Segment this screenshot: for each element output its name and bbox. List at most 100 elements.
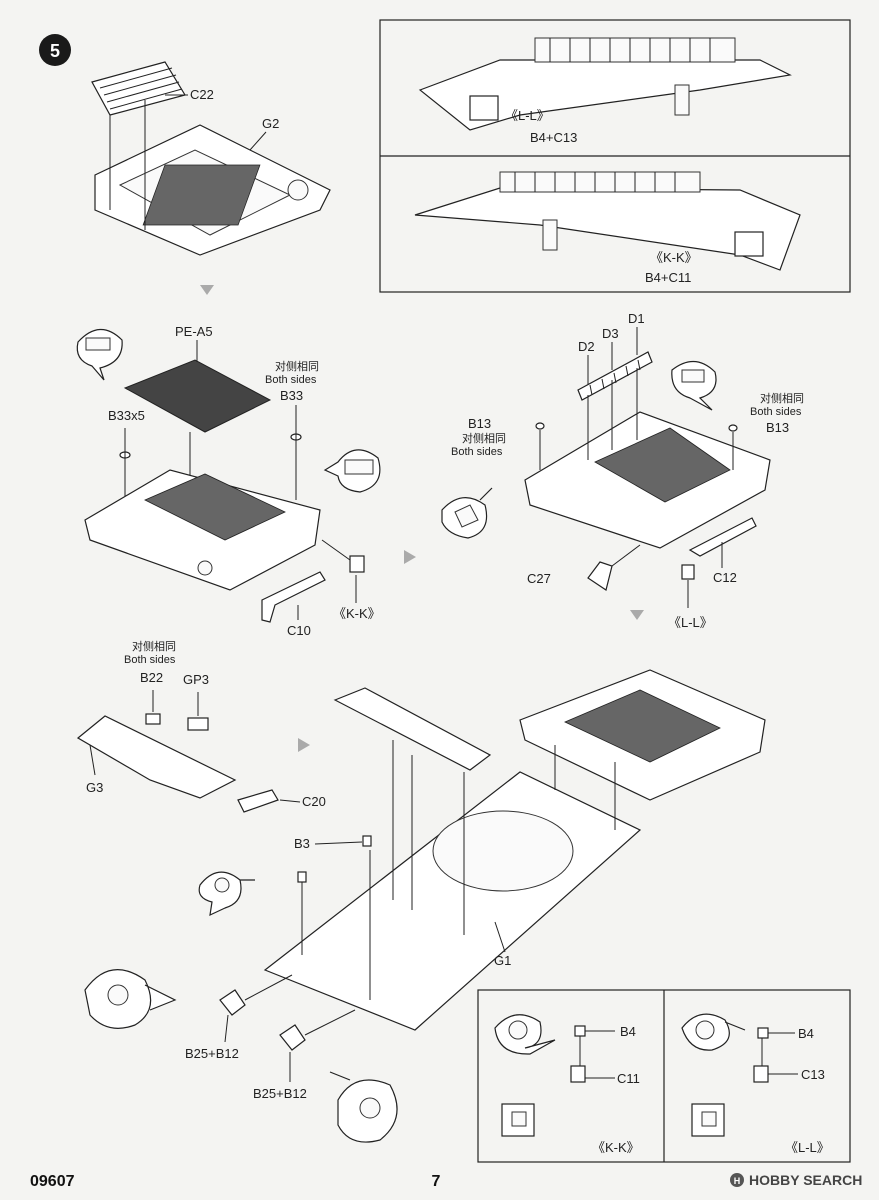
note-en-3: Both sides [750, 406, 802, 418]
ll-b4-part [757, 1027, 769, 1039]
label-kk-mid: 《K-K》 [333, 606, 381, 621]
footer-watermark: HOBBY SEARCH [749, 1172, 862, 1188]
final-grille [564, 689, 721, 763]
g2-grille-opening [142, 164, 261, 226]
inset-kk-detail: B4 C11 《K-K》 [494, 1014, 640, 1155]
label-b33x5: B33x5 [108, 408, 145, 423]
ll-c13-part [753, 1065, 769, 1083]
ll-section-label: 《L-L》 [785, 1140, 830, 1155]
side-hull-lower [414, 187, 801, 271]
label-pe-a5: PE-A5 [175, 324, 213, 339]
callout-bubble-2 [323, 449, 381, 493]
flow-arrow-down-1 [200, 285, 214, 295]
note-en-1: Both sides [265, 374, 317, 386]
g1-floor-plate [263, 771, 642, 1031]
callout-bubble-kk [494, 1014, 556, 1055]
final-hull-assembly: G1 B3 B25+B12 B25+B12 [84, 669, 766, 1143]
inset-ll-detail: B4 C13 《L-L》 [681, 1013, 830, 1155]
b25-b12-part-a [219, 989, 246, 1016]
kk-part-b: C11 [617, 1071, 640, 1086]
step-badge: 5 [39, 34, 71, 66]
kk-section-label: 《K-K》 [592, 1140, 640, 1155]
label-c22: C22 [190, 87, 214, 102]
note-en-2: Both sides [451, 446, 503, 458]
svg-text:H: H [734, 1176, 741, 1186]
d-strip-ribs [589, 359, 641, 396]
label-b22: B22 [140, 670, 163, 685]
label-g2: G2 [262, 116, 279, 131]
pe-a5-assembly: PE-A5 对侧相同 Both sides B33 B33x5 C10 《K-K… [76, 324, 416, 638]
gp3-part [187, 717, 209, 731]
kk-b4-part [574, 1025, 586, 1037]
c22-slats [99, 67, 183, 110]
footer-page-number: 7 [432, 1173, 441, 1190]
label-gp3: GP3 [183, 672, 209, 687]
flow-arrow-down-2 [630, 610, 644, 620]
callout-bubble-1 [76, 328, 123, 381]
b13-right-part [728, 424, 738, 432]
c12-part [688, 517, 757, 557]
mid-right-grille [594, 427, 731, 503]
c10-part [261, 571, 326, 623]
note-cn-2: 对侧相同 [462, 431, 506, 445]
label-g1: G1 [494, 953, 511, 968]
side-grille-upper-slats [549, 38, 711, 62]
note-cn-4: 对侧相同 [132, 639, 176, 653]
kk-part-a: B4 [620, 1024, 636, 1039]
note-cn-3: 对侧相同 [760, 391, 804, 405]
label-c12: C12 [713, 570, 737, 585]
b25-b12-part-b [279, 1024, 306, 1051]
g2-hull-assembly: C22 G2 [91, 61, 331, 295]
callout-bubble-ll [681, 1013, 746, 1051]
label-d2: D2 [578, 339, 595, 354]
ll-bracket-mid [681, 564, 695, 580]
label-c27: C27 [527, 571, 551, 586]
c20-part [237, 789, 279, 813]
ll-part-a: B4 [798, 1026, 814, 1041]
side-bracket-ll [469, 95, 499, 121]
c22-grille-part [91, 61, 186, 116]
flow-arrow-right-1 [404, 550, 416, 564]
g2-hatch [287, 179, 309, 201]
final-side-plate [333, 687, 492, 771]
kk-c11-part [570, 1065, 586, 1083]
g3-plate [76, 715, 237, 799]
side-grille-upper [534, 37, 736, 63]
mid-left-grille [144, 473, 286, 541]
g3-plate-assembly: 对侧相同 Both sides B22 GP3 G3 C20 [76, 639, 326, 813]
b13-left-part [535, 422, 545, 430]
kk-bracket-mid [349, 555, 365, 573]
step-number: 5 [50, 41, 60, 61]
side-strut-lower [542, 219, 558, 251]
note-en-4: Both sides [124, 654, 176, 666]
callout-bubble-5 [198, 871, 255, 917]
label-b13-left: B13 [468, 416, 491, 431]
callout-bubble-3 [671, 360, 717, 411]
inset-top-upper-combo: B4+C13 [530, 130, 577, 145]
inset-top-upper-section: 《L-L》 [505, 108, 550, 123]
note-cn-1: 对侧相同 [275, 359, 319, 373]
b3-part-b [297, 871, 307, 883]
flow-arrow-right-2 [298, 738, 310, 752]
footer: 09607 7 H HOBBY SEARCH [30, 1172, 862, 1190]
inset-top-lower-section: 《K-K》 [650, 250, 698, 265]
pe-a5-mesh [123, 359, 272, 433]
label-b33: B33 [280, 388, 303, 403]
side-grille-lower-slats [514, 172, 676, 192]
label-c10: C10 [287, 623, 311, 638]
label-b13-right: B13 [766, 420, 789, 435]
watermark-logo-icon: H [730, 1173, 744, 1187]
b22-part [145, 713, 161, 725]
label-b25-b12-a: B25+B12 [185, 1046, 239, 1061]
side-strut-upper [674, 84, 690, 116]
g1-turret-ring [432, 810, 574, 892]
label-c20: C20 [302, 794, 326, 809]
mid-left-hull [84, 469, 321, 591]
b3-part-a [362, 835, 372, 847]
label-ll-mid: 《L-L》 [668, 615, 713, 630]
label-d1: D1 [628, 311, 645, 326]
inset-top-lower-combo: B4+C11 [645, 270, 691, 285]
label-d3: D3 [602, 326, 619, 341]
